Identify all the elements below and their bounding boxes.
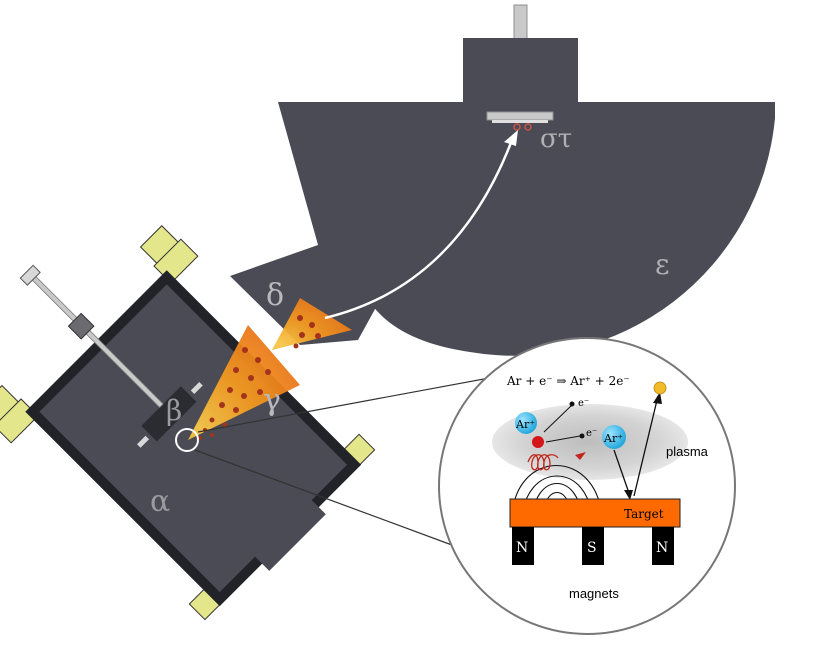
magnetron-inset: Ar + e⁻ ⇒ Ar⁺ + 2e⁻ Ar⁺ Ar⁺ e⁻ e⁻ [438, 337, 736, 635]
sputter-plume [188, 298, 352, 440]
label-beta: β [166, 394, 182, 427]
chamber-neck [230, 245, 380, 345]
ionization-equation: Ar + e⁻ ⇒ Ar⁺ + 2e⁻ [506, 374, 630, 388]
rod-handle [19, 264, 41, 286]
substrate-holder [486, 111, 554, 121]
feedthrough [67, 312, 95, 340]
argon-ion [602, 425, 626, 449]
magnets-label: magnets [569, 586, 619, 601]
deposited-particle [524, 123, 532, 131]
label-epsilon: ε [655, 248, 670, 281]
target-label: Target [624, 507, 664, 521]
magnet-north [512, 527, 534, 565]
trajectory-arrowhead [504, 130, 518, 146]
zoom-line [194, 449, 461, 549]
electron-helix [527, 454, 559, 471]
plasma-label: plasma [666, 444, 709, 459]
electron-label: e⁻ [586, 428, 597, 439]
target-plate [509, 498, 681, 528]
chamber-dome [278, 102, 775, 356]
chamber-top-box [463, 38, 578, 108]
sputtered-atom-path [633, 395, 659, 497]
argon-ion-label: Ar⁺ [515, 418, 535, 431]
argon-ion-label: Ar⁺ [603, 432, 623, 445]
zoom-line [197, 375, 501, 433]
shutter [137, 435, 150, 448]
cathode-block [141, 386, 197, 442]
shutter [190, 382, 203, 395]
label-sigma-tau: στ [540, 124, 572, 154]
ion-path [613, 449, 631, 497]
magnet-pole-label: N [656, 540, 668, 556]
deposited-particle [513, 123, 521, 131]
magnet-pole-label: S [587, 540, 597, 556]
label-gamma: γ [263, 383, 281, 418]
sputtered-atom [653, 381, 667, 395]
magnifier-ring [175, 428, 199, 452]
magnetron-gun [0, 225, 376, 621]
electron-label: e⁻ [578, 398, 589, 409]
deposition-trajectory [324, 139, 514, 320]
argon-ion [515, 412, 537, 434]
collision-point [532, 436, 544, 448]
magnet-pole-label: N [516, 540, 528, 556]
magnet-north [652, 527, 674, 565]
magnet-south [582, 527, 604, 565]
plume-cone [188, 325, 300, 440]
plasma-cloud [492, 404, 688, 480]
label-delta: δ [266, 278, 284, 313]
deposition-chamber [230, 4, 775, 356]
label-alpha: α [150, 484, 170, 519]
